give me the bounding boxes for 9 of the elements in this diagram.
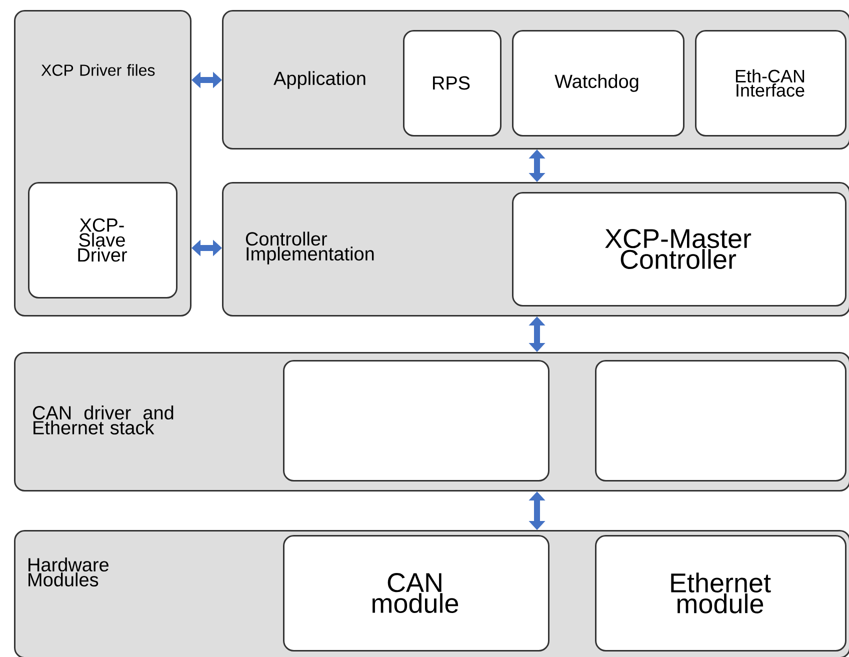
module-box: XCP-Slave Driver <box>28 182 178 298</box>
module-box: Ethernet module <box>595 535 846 652</box>
module-box: RPS <box>403 30 502 136</box>
module-box: CAN module <box>283 535 550 652</box>
module-box: Eth-CAN Interface <box>695 30 846 136</box>
module-box: XCP-Master Controller <box>512 192 846 306</box>
module-box <box>283 360 550 482</box>
module-box: Watchdog <box>512 30 684 136</box>
module-box <box>595 360 846 482</box>
